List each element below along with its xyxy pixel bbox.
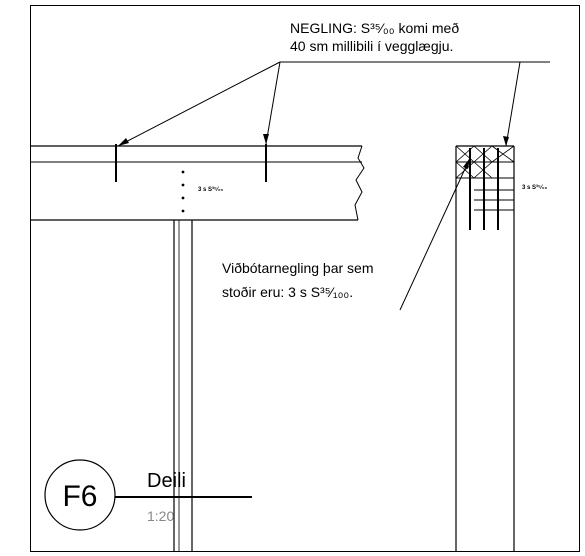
stud-left	[173, 220, 193, 551]
detail-title: Deili	[147, 470, 186, 492]
detail-tag: F6	[62, 480, 97, 513]
nail-spec-left: 3 s S³⁵⁄₀₀	[198, 186, 224, 193]
nailing-leaders	[117, 61, 550, 147]
drawing-frame	[30, 5, 580, 552]
nail-dots	[181, 170, 185, 213]
top-plate-section	[30, 145, 365, 221]
nail-ticks-right	[474, 189, 514, 211]
extra-nailing-line2: stoðir eru: 3 s S³⁵⁄₁₀₀.	[222, 284, 353, 300]
nail-spec-right: 3 s S³⁵⁄₀₀	[522, 184, 548, 191]
extra-nailing-leader	[399, 157, 471, 311]
nailing-note-line2: 40 sm millibili í vegglægju.	[290, 38, 453, 54]
detail-tag-circle	[44, 459, 116, 531]
detail-scale: 1:20	[147, 508, 174, 524]
nailing-note-line1: NEGLING: S³⁵⁄₀₀ komi með	[290, 20, 459, 36]
leader-arrowheads	[118, 134, 509, 146]
nail-markers-left	[115, 144, 267, 182]
extra-nailing-line1: Viðbótarnegling þar sem	[222, 260, 374, 276]
nail-markers-right	[469, 148, 499, 230]
